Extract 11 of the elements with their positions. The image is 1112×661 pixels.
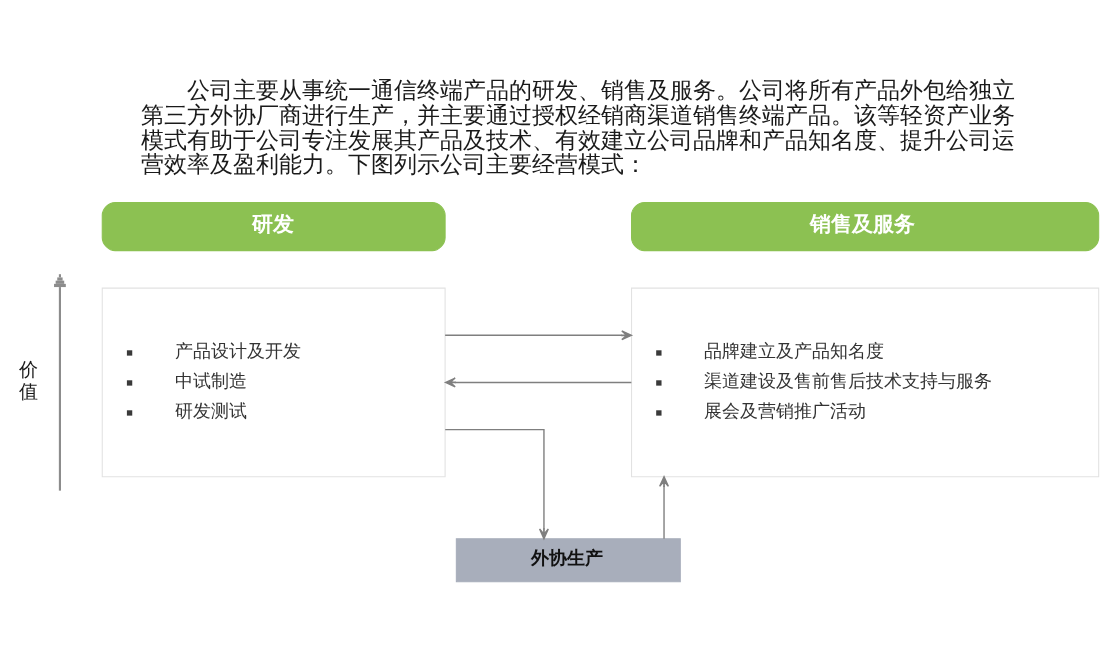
label: 价值 <box>18 357 38 403</box>
arrow <box>444 428 549 539</box>
node-box: 产品设计及开发 中试制造 研发测试 <box>101 287 446 477</box>
arrow <box>444 329 633 340</box>
arrow <box>444 376 633 387</box>
label: 公司主要从事统一通信终端产品的研发、销售及服务。公司将所有产品外包给独立第三方外协厂商进行生产，并主要通过授权经销商渠道销售终端产品。该等轻资产业务模式有助于公司专注发展其产品及技术、有效建立公司品牌和产品知名度、提升公司运营效率及盈利能力。下图列示公司主要经营模式： <box>141 76 1016 177</box>
node-box: 销售及服务 <box>631 201 1100 251</box>
node-box: 研发 <box>101 201 446 251</box>
node-box: 品牌建立及产品知名度 渠道建设及售前售后技术支持与服务 展会及营销推广活动 <box>631 287 1100 477</box>
arrow <box>659 475 670 540</box>
node-box: 外协生产 <box>455 537 681 582</box>
